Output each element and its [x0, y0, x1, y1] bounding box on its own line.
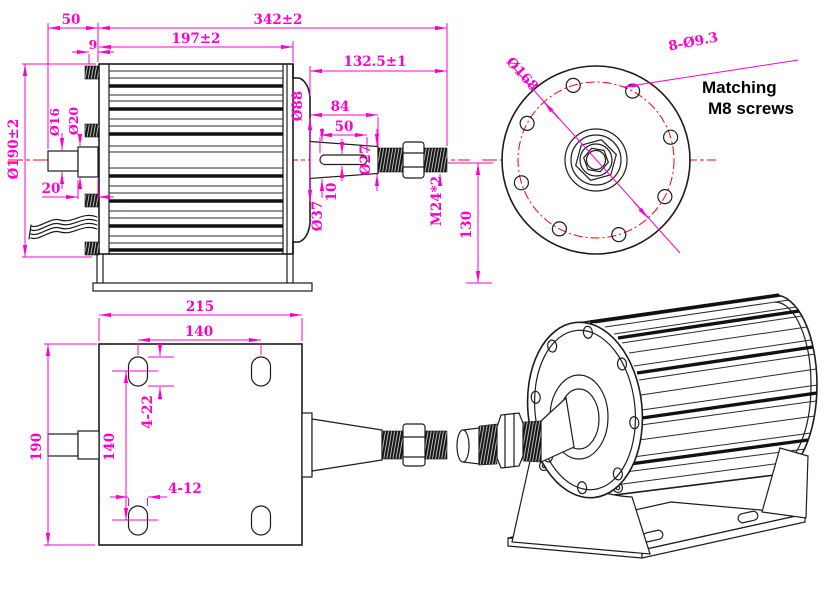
motor-body — [98, 63, 294, 255]
iso-cooling-fins — [574, 293, 818, 486]
dim-body-diameter: Ø190±2 — [6, 119, 22, 180]
shaft-flange — [301, 412, 313, 478]
dim-boss-diameter: Ø88 — [290, 91, 306, 122]
annotation-matching-screws-line1: Matching — [702, 78, 777, 97]
dim-tip-diameter: Ø27 — [358, 145, 374, 176]
dim-stub-diameter: Ø16 — [47, 108, 62, 137]
shaft-thread-inner — [381, 430, 404, 460]
terminal-studs — [84, 65, 100, 256]
dim-total-length: 342±2 — [254, 12, 303, 28]
annotation-matching-screws-line2: M8 screws — [708, 99, 794, 118]
top-view-dimensions: 215 140 190 140 4-22 4-12 — [29, 299, 303, 546]
rear-shaft-stub — [47, 433, 79, 457]
output-cable — [28, 214, 98, 240]
dim-step-9: 9 — [89, 37, 98, 52]
dim-thread-spec: M24*2 — [429, 176, 445, 226]
shaft-taper — [311, 418, 383, 472]
dim-bolt-circle-diameter: Ø168 — [503, 54, 542, 94]
bracket-base — [92, 282, 313, 292]
front-view: Ø168 8-Ø9.3 Matching M8 screws — [482, 29, 799, 255]
iso-back-leg — [761, 447, 809, 519]
rear-shaft-step — [77, 430, 100, 460]
rear-shaft-stub — [47, 150, 79, 172]
dim-slot-width: 4-12 — [168, 481, 202, 497]
shaft-thread-outer — [423, 147, 448, 173]
dim-rear-overhang: 50 — [62, 12, 81, 28]
rear-shaft-step — [77, 146, 99, 178]
isometric-view — [456, 293, 818, 559]
shaft-thread-outer — [424, 430, 448, 460]
dim-hole-span-vertical: 140 — [102, 433, 118, 461]
dim-plate-width: 215 — [186, 299, 214, 315]
dim-taper-length: 84 — [331, 99, 350, 115]
dim-body-length: 197±2 — [172, 31, 221, 47]
dim-key-width: 10 — [324, 183, 340, 202]
bolt-holes — [513, 77, 679, 243]
cooling-fins — [109, 70, 283, 252]
dim-taper-diameter: Ø37 — [310, 201, 326, 232]
dim-axis-height: 130 — [459, 211, 475, 239]
side-view-dimensions: 50 342±2 197±2 9 132.5±1 84 50 Ø88 Ø27 — [6, 12, 493, 284]
shaft-hub — [564, 128, 628, 192]
dim-step-diameter: Ø20 — [66, 107, 81, 136]
dim-hole-span-horizontal: 140 — [185, 324, 213, 340]
dim-shaft-length: 132.5±1 — [344, 54, 407, 70]
keyway-slot — [319, 154, 368, 166]
top-view: 215 140 190 140 4-22 4-12 — [29, 299, 448, 546]
mounting-bracket — [92, 253, 313, 292]
shaft-thread-inner — [377, 147, 404, 173]
bolt-circle — [517, 81, 675, 239]
side-view: 50 342±2 197±2 9 132.5±1 84 50 Ø88 Ø27 — [6, 12, 493, 292]
dim-bolt-holes: 8-Ø9.3 — [667, 29, 719, 54]
dim-slot-length: 4-22 — [140, 395, 156, 429]
shaft-nut — [402, 423, 426, 467]
dim-keyway-length: 50 — [335, 119, 354, 135]
shaft-nut — [402, 141, 425, 179]
mounting-plate — [98, 343, 303, 546]
dim-stub-length: 20 — [42, 181, 61, 197]
dim-plate-depth: 190 — [29, 433, 45, 461]
iso-shaft — [456, 374, 609, 469]
